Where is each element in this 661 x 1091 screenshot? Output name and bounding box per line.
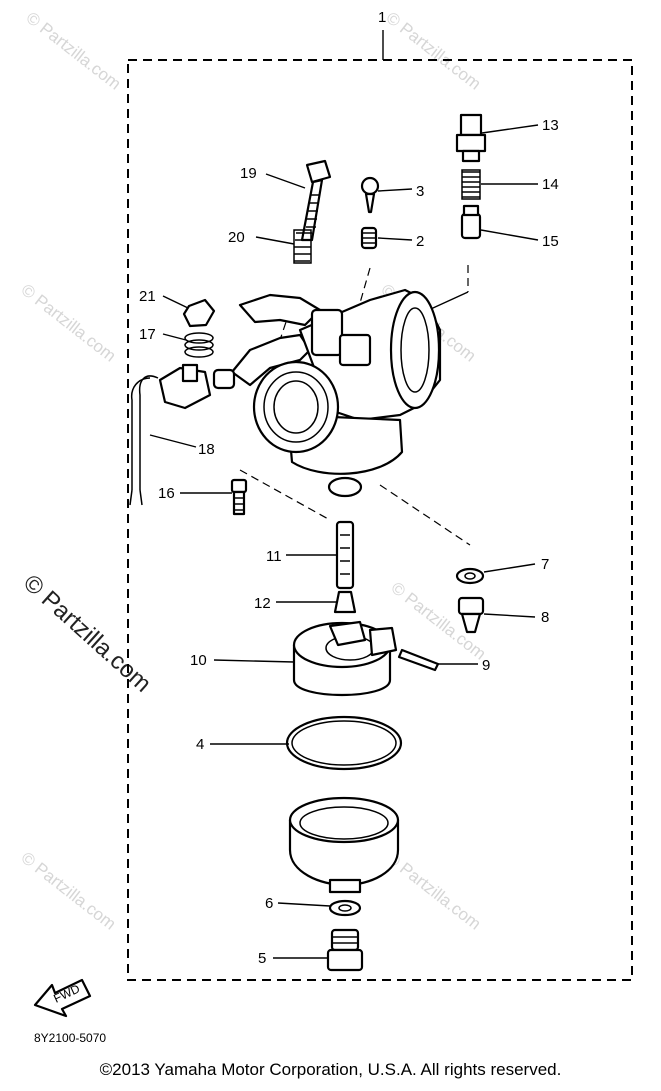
callout-4: 4 (196, 736, 204, 753)
callout-8: 8 (541, 609, 549, 626)
part-9-pin (397, 648, 440, 672)
part-4-gasket (285, 715, 403, 771)
part-17-spring (184, 332, 214, 358)
part-5-drain-plug (326, 928, 364, 972)
callout-11: 11 (266, 548, 282, 565)
callout-19: 19 (240, 165, 257, 182)
watermark-6: © Partzilla.com (18, 848, 120, 934)
part-19-throttle-screw (300, 159, 332, 242)
part-10-float (292, 620, 398, 697)
callout-12: 12 (254, 595, 271, 612)
part-13-starter-plunger (455, 113, 487, 163)
part-7-washer (455, 567, 485, 585)
part-2-spring (360, 226, 378, 250)
watermark-3: © Partzilla.com (18, 280, 120, 366)
part-15-plunger (460, 204, 482, 240)
float-bowl (288, 796, 400, 894)
watermark-large: © Partzilla.com (18, 569, 156, 697)
part-21-nut (182, 298, 216, 328)
align-line-drain (379, 484, 471, 546)
callout-17: 17 (139, 326, 156, 343)
callout-1: 1 (378, 9, 386, 26)
diagram-code: 8Y2100-5070 (34, 1031, 106, 1045)
part-12-main-jet (333, 590, 357, 614)
callout-16: 16 (158, 485, 175, 502)
callout-21: 21 (139, 288, 156, 305)
callout-10: 10 (190, 652, 207, 669)
part-14-spring (461, 169, 481, 200)
part-11-needle-jet (335, 520, 355, 590)
watermark-7: © Partzilla.com (383, 848, 485, 934)
watermarks: © Partzilla.com © Partzilla.com © Partzi… (18, 8, 490, 934)
fwd-arrow-icon: FWD (33, 978, 92, 1018)
part-6-washer (328, 899, 362, 917)
leader-lines (149, 124, 539, 959)
callout-14: 14 (542, 176, 559, 193)
watermark-2: © Partzilla.com (383, 8, 485, 94)
part-3-pilot-screw (360, 176, 380, 214)
callout-18: 18 (198, 441, 215, 458)
callout-5: 5 (258, 950, 266, 967)
part-16-screw (230, 478, 248, 516)
callout-13: 13 (542, 117, 559, 134)
watermark-1: © Partzilla.com (23, 8, 125, 94)
callout-7: 7 (541, 556, 549, 573)
callout-9: 9 (482, 657, 490, 674)
callout-20: 20 (228, 229, 245, 246)
callout-15: 15 (542, 233, 559, 250)
part-8-drain-screw (457, 596, 485, 634)
carburetor-body (212, 288, 442, 498)
assembly-boundary (127, 59, 633, 981)
part-20-spring (293, 229, 312, 264)
part-18-starter-cable (129, 363, 212, 506)
callout-3: 3 (416, 183, 424, 200)
align-line-main-jet (239, 469, 331, 521)
callouts: 13 14 15 19 20 3 2 21 17 18 16 11 12 7 8… (139, 117, 559, 967)
copyright-footer: ©2013 Yamaha Motor Corporation, U.S.A. A… (99, 1060, 562, 1079)
callout-6: 6 (265, 895, 273, 912)
callout-2: 2 (416, 233, 424, 250)
